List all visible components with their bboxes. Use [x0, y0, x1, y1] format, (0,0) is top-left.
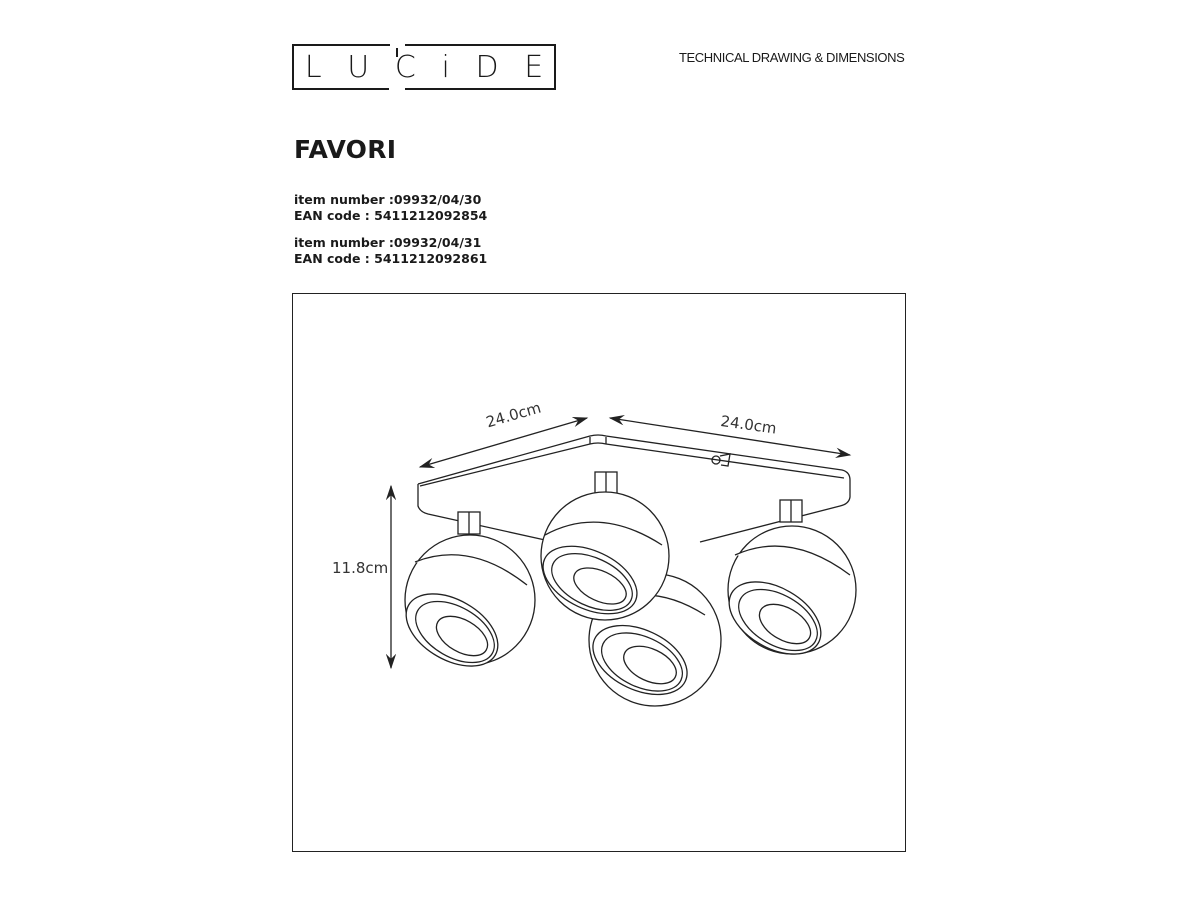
logo-letter: i	[441, 50, 450, 85]
item-number: item number :09932/04/30	[294, 192, 482, 207]
ean-code: EAN code : 5411212092861	[294, 251, 488, 266]
spotlight-right	[727, 499, 857, 655]
logo-letter: L	[304, 50, 322, 85]
variant-2: item number :09932/04/31 EAN code : 5411…	[294, 235, 487, 267]
dim-line-left	[418, 417, 589, 468]
variant-1: item number :09932/04/30 EAN code : 5411…	[294, 192, 487, 224]
technical-drawing-frame	[292, 293, 906, 852]
ean-code: EAN code : 5411212092854	[294, 208, 488, 223]
logo-frame	[292, 44, 556, 90]
logo-letter: D	[475, 50, 499, 85]
ceiling-plate	[417, 434, 851, 543]
logo-letter: C	[394, 50, 416, 85]
lucide-logo: L U C i D E	[292, 44, 556, 90]
dim-line-right	[608, 415, 852, 458]
product-name: FAVORI	[294, 135, 397, 164]
document-title: TECHNICAL DRAWING & DIMENSIONS	[679, 50, 905, 65]
logo-letter: E	[524, 50, 544, 85]
spotlight-left	[404, 511, 536, 667]
dimension-height: 11.8cm	[332, 559, 389, 577]
logo-letter: U	[347, 50, 370, 85]
item-number: item number :09932/04/31	[294, 235, 482, 250]
spotlight-back	[540, 471, 670, 621]
